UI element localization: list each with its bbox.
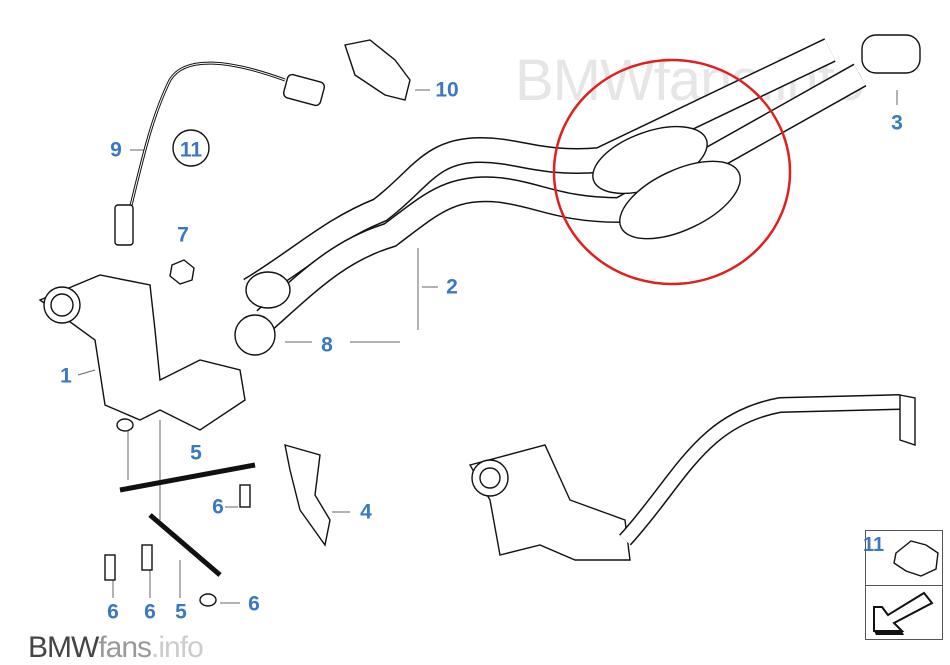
leader-lines: [77, 89, 898, 604]
part-label-9[interactable]: 9: [110, 138, 122, 162]
part-label-7[interactable]: 7: [177, 223, 189, 247]
arrow-down-left-icon: [873, 591, 934, 635]
watermark-bmw: BMW: [28, 631, 99, 664]
part-label-8[interactable]: 8: [321, 333, 333, 357]
part-label-6[interactable]: 6: [212, 495, 224, 519]
part-label-1[interactable]: 1: [60, 364, 72, 388]
clip-icon: [893, 540, 939, 577]
part-label-6[interactable]: 6: [144, 600, 156, 624]
part-label-6[interactable]: 6: [248, 592, 260, 616]
part-label-5[interactable]: 5: [190, 441, 202, 465]
watermark-fans: fans: [98, 631, 152, 664]
front-pipe-assembly: [468, 394, 916, 561]
part-label-10[interactable]: 10: [435, 78, 459, 102]
clamp-3: [861, 34, 921, 74]
part-label-4[interactable]: 4: [360, 500, 372, 524]
clip-marker-circle: [172, 129, 210, 167]
part-label-2[interactable]: 2: [446, 275, 458, 299]
catalytic-converter-1: [38, 274, 246, 432]
back-arrow-button[interactable]: [866, 585, 942, 639]
part-label-11[interactable]: 11: [179, 138, 203, 162]
navigation-box: 11: [863, 530, 943, 640]
watermark-info: .info: [151, 631, 204, 664]
highlight-circle: [552, 58, 792, 286]
part-11-thumbnail[interactable]: 11: [863, 531, 942, 586]
watermark-bottom: BMWfans.info: [28, 631, 204, 664]
y-pipe-2: [234, 38, 867, 356]
part-label-6[interactable]: 6: [107, 600, 119, 624]
part-11-thumbnail-label: 11: [863, 534, 885, 556]
part-label-5[interactable]: 5: [175, 600, 187, 624]
oxygen-sensor-cable: [123, 61, 286, 231]
part-label-3[interactable]: 3: [891, 111, 903, 135]
